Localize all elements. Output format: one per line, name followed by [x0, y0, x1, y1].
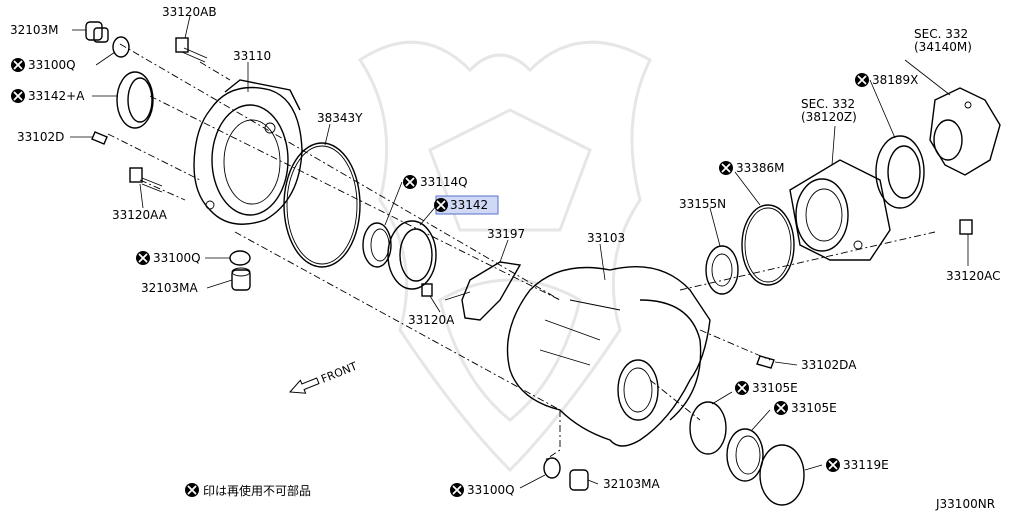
label-33114Q[interactable]: 33114Q	[420, 175, 468, 189]
part-33120AC-bolt[interactable]	[959, 219, 973, 235]
label-38189X[interactable]: 38189X	[872, 73, 918, 87]
part-33105E-seal-2[interactable]	[726, 428, 764, 482]
label-sec332-b[interactable]: SEC. 332	[801, 97, 855, 111]
label-33102DA[interactable]: 33102DA	[801, 358, 857, 372]
label-33120AA[interactable]: 33120AA	[112, 208, 168, 222]
part-33100Q-ring-top[interactable]	[112, 36, 130, 58]
label-32103MA-bot[interactable]: 32103MA	[603, 477, 661, 491]
label-33155N[interactable]: 33155N	[679, 197, 726, 211]
x-mark-icon	[719, 161, 733, 175]
part-33197-deflector[interactable]	[444, 261, 522, 321]
label-33120AB[interactable]: 33120AB	[162, 5, 217, 19]
x-mark-icon	[826, 458, 840, 472]
label-33120AC[interactable]: 33120AC	[946, 269, 1001, 283]
label-33100Q-mid[interactable]: 33100Q	[153, 251, 201, 265]
part-33114Q-seal[interactable]	[362, 222, 392, 268]
part-33100Q-ring-bot[interactable]	[543, 457, 561, 479]
part-33142-seal[interactable]	[387, 220, 437, 290]
x-mark-icon	[774, 401, 788, 415]
part-38120Z-housing[interactable]	[789, 159, 891, 261]
x-mark-icon	[735, 381, 749, 395]
legend-text: 印は再使用不可部品	[203, 483, 311, 498]
x-mark-icon	[450, 483, 464, 497]
x-mark-icon	[11, 58, 25, 72]
part-32103MA-plug-bot[interactable]	[569, 469, 589, 491]
x-mark-icon	[185, 483, 199, 497]
part-33100Q-ring-mid[interactable]	[229, 250, 251, 266]
label-sec332-a[interactable]: SEC. 332	[914, 27, 968, 41]
label-38120Z[interactable]: (38120Z)	[801, 110, 857, 124]
part-33142A-seal[interactable]	[116, 71, 154, 129]
part-34140M-flange[interactable]	[929, 87, 1001, 176]
label-33110[interactable]: 33110	[233, 49, 271, 63]
x-mark-icon	[434, 198, 448, 212]
label-33142A[interactable]: 33142+A	[28, 89, 85, 103]
label-33100Q-bot[interactable]: 33100Q	[467, 483, 515, 497]
non-reusable-marks	[11, 58, 869, 497]
label-32103MA-left[interactable]: 32103MA	[141, 281, 199, 295]
part-33102DA-pin[interactable]	[756, 355, 775, 369]
front-arrow: FRONT	[288, 360, 359, 394]
leader-lines	[70, 15, 969, 489]
legend: 印は再使用不可部品	[203, 483, 311, 498]
label-33102D[interactable]: 33102D	[17, 130, 64, 144]
part-labels: 32103M 33120AB 33100Q 33110 33142+A 3310…	[10, 5, 1001, 497]
part-33120AA-bolt[interactable]	[129, 167, 163, 193]
part-33105E-seal-1[interactable]	[689, 401, 727, 455]
label-33119E[interactable]: 33119E	[843, 458, 889, 472]
diagram-id: J33100NR	[935, 497, 995, 511]
x-mark-icon	[855, 73, 869, 87]
part-33110-cover[interactable]	[193, 79, 303, 225]
part-38343Y-oring[interactable]	[283, 142, 361, 268]
label-33105E-1[interactable]: 33105E	[752, 381, 798, 395]
x-mark-icon	[403, 175, 417, 189]
part-33155N-shim[interactable]	[705, 245, 739, 295]
part-33120A-bolt[interactable]	[421, 283, 433, 297]
front-label: FRONT	[319, 360, 359, 386]
part-33102D-pin[interactable]	[91, 131, 108, 145]
label-33386M[interactable]: 33386M	[736, 161, 785, 175]
part-32103M-plug[interactable]	[85, 21, 109, 43]
part-33120AB-bolt[interactable]	[175, 37, 208, 63]
part-33386M-oring[interactable]	[741, 204, 795, 286]
part-32103MA-plug-left[interactable]	[231, 267, 251, 291]
label-33197[interactable]: 33197	[487, 227, 525, 241]
label-33100Q-top[interactable]: 33100Q	[28, 58, 76, 72]
watermark-emblem	[357, 40, 652, 473]
label-33142[interactable]: 33142	[450, 198, 488, 212]
part-33103-case[interactable]	[506, 266, 711, 447]
part-38189X-seal[interactable]	[875, 135, 925, 209]
label-38343Y[interactable]: 38343Y	[317, 111, 363, 125]
part-33119E-oring[interactable]	[759, 444, 805, 506]
label-33103[interactable]: 33103	[587, 231, 625, 245]
label-33120A[interactable]: 33120A	[408, 313, 455, 327]
x-mark-icon	[136, 251, 150, 265]
x-mark-icon	[11, 89, 25, 103]
label-34140M[interactable]: (34140M)	[914, 40, 972, 54]
label-32103M[interactable]: 32103M	[10, 23, 59, 37]
label-33105E-2[interactable]: 33105E	[791, 401, 837, 415]
